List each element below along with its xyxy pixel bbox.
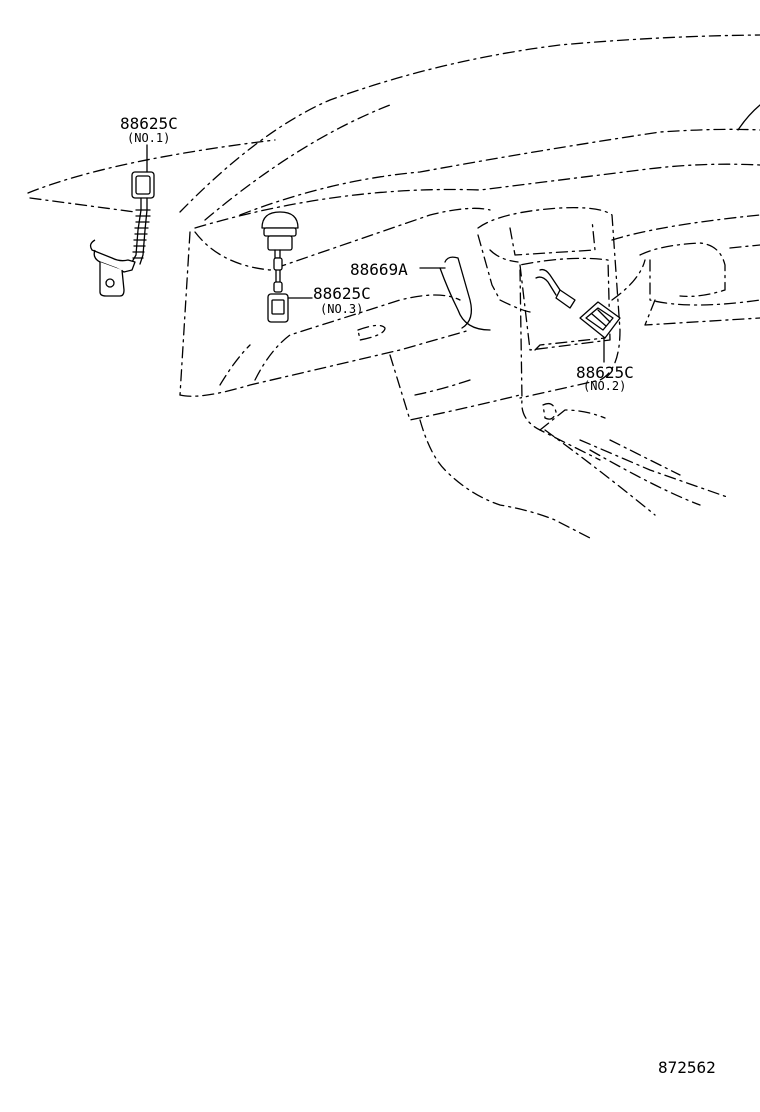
figure-number: 872562: [658, 1058, 716, 1077]
part-number-label: 88625C: [120, 114, 178, 133]
part-number-label: 88625C: [313, 284, 371, 303]
part-number-label: 88625C: [576, 363, 634, 382]
callout-sensor-no1: 88625C (NO.1): [120, 114, 178, 145]
callout-sensor-no3: 88625C (NO.3): [313, 284, 371, 316]
part-position-label: (NO.2): [583, 379, 626, 393]
leader-lines: [146, 144, 605, 363]
sensor-no2-assembly: [535, 268, 621, 339]
sensor-no3-assembly: [261, 211, 299, 323]
part-number-label: 88669A: [350, 260, 408, 279]
dashboard-outline: [27, 34, 760, 539]
part-position-label: (NO.3): [320, 302, 363, 316]
part-position-label: (NO.1): [127, 131, 170, 145]
sensor-no1-assembly: [89, 171, 155, 297]
callout-sensor-no2: 88625C (NO.2): [576, 363, 634, 393]
callout-duct: 88669A: [350, 260, 408, 279]
